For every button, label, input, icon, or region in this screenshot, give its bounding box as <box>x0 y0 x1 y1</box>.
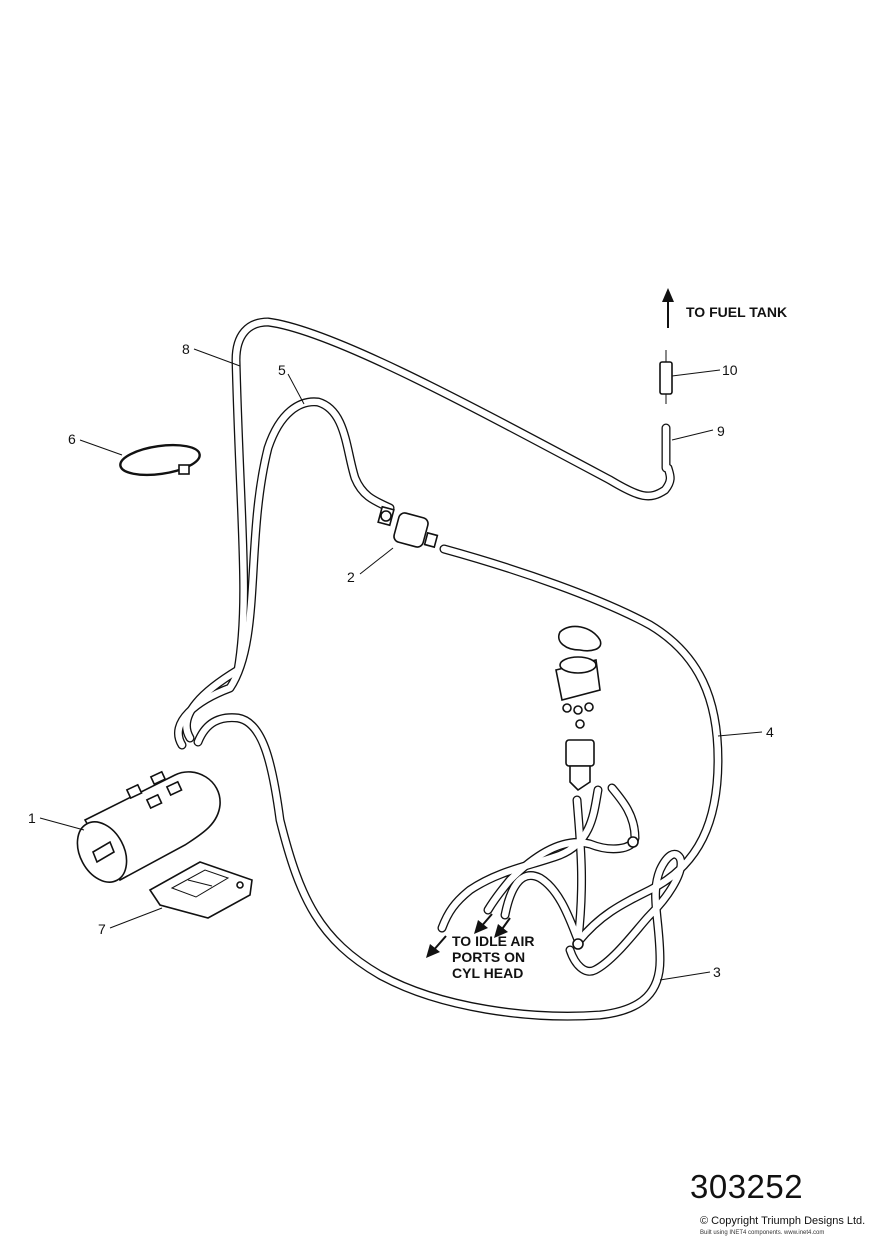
fuel-tank-arrow <box>662 288 674 328</box>
callout-10: 10 <box>722 362 738 378</box>
callout-6: 6 <box>68 431 76 447</box>
callout-2: 2 <box>347 569 355 585</box>
copyright-notice: © Copyright Triumph Designs Ltd. <box>700 1215 866 1227</box>
hose-clip <box>119 443 201 477</box>
idle-air-note-line-2: PORTS ON <box>452 949 525 965</box>
idle-air-control <box>555 625 639 950</box>
purge-valve <box>377 505 439 549</box>
callout-3: 3 <box>713 964 721 980</box>
leader-lines <box>39 348 763 981</box>
callout-5: 5 <box>278 362 286 378</box>
callout-4: 4 <box>766 724 774 740</box>
callout-8: 8 <box>182 341 190 357</box>
canister <box>76 770 221 883</box>
callout-7: 7 <box>98 921 106 937</box>
callout-9: 9 <box>717 423 725 439</box>
reference-number: 303252 <box>690 1168 804 1205</box>
built-with-notice: Built using INET4 components. www.inet4.… <box>700 1230 825 1236</box>
inline-fitting <box>659 350 673 404</box>
callout-1: 1 <box>28 810 36 826</box>
fuel-tank-note: TO FUEL TANK <box>686 304 787 320</box>
hose-inner <box>175 318 722 1020</box>
idle-air-note-line-1: TO IDLE AIR <box>452 933 534 949</box>
idle-air-note-line-3: CYL HEAD <box>452 965 523 981</box>
bracket <box>148 861 253 919</box>
idle-air-arrows <box>426 913 511 958</box>
